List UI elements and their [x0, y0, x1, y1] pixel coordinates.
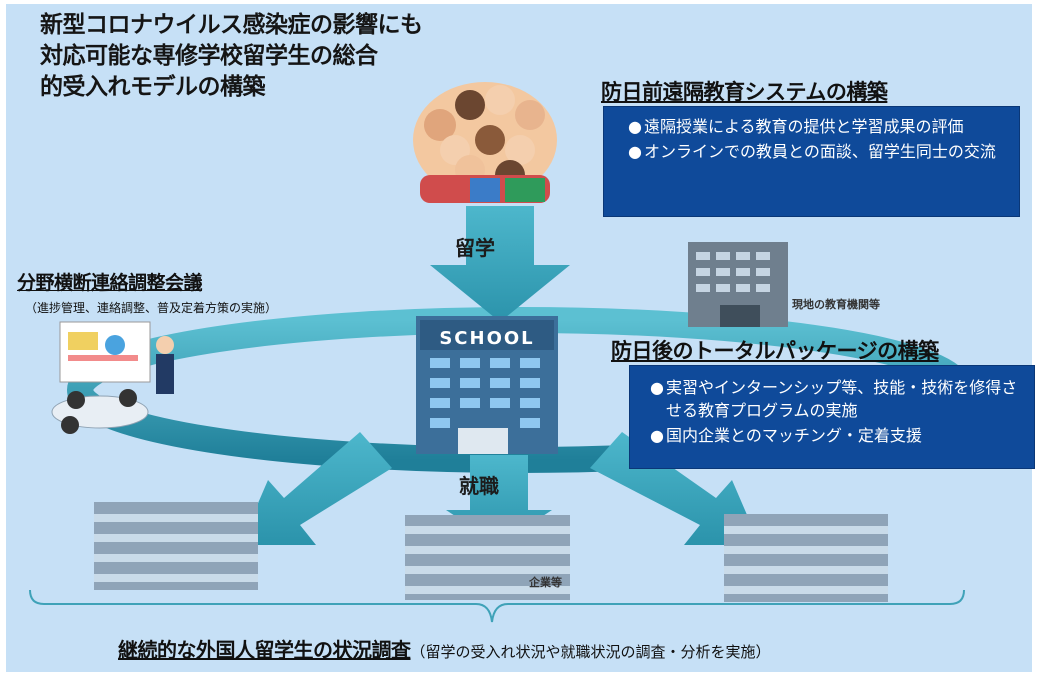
council-subtitle: （進捗管理、連絡調整、普及定着方策の実施）: [25, 301, 278, 315]
survey-subtitle: （留学の受入れ状況や就職状況の調査・分析を実施）: [410, 643, 771, 661]
post-arrival-item: ●国内企業とのマッチング・定着支援: [650, 426, 922, 445]
bullet-icon: ●: [628, 142, 642, 161]
school-sign: SCHOOL: [439, 328, 534, 349]
employment-label: 就職: [459, 474, 499, 498]
pre-arrival-item: ●遠隔授業による教育の提供と学習成果の評価: [628, 117, 964, 136]
post-arrival-box: ●実習やインターンシップ等、技能・技術を修得させる教育プログラムの実施 ●国内企…: [629, 365, 1035, 469]
company-buildings: [94, 502, 888, 602]
school-building: [416, 316, 558, 454]
study-arrow: [430, 206, 570, 322]
council-heading: 分野横断連絡調整会議: [17, 272, 203, 294]
bullet-icon: ●: [650, 378, 664, 397]
local-institution-building: [688, 242, 788, 327]
page-title: 新型コロナウイルス感染症の影響にも 対応可能な専修学校留学生の総合 的受入れモデ…: [40, 10, 440, 103]
pre-arrival-box: ●遠隔授業による教育の提供と学習成果の評価 ●オンラインでの教員との面談、留学生…: [603, 106, 1020, 217]
local-institution-label: 現地の教育機関等: [792, 298, 880, 311]
pre-arrival-item: ●オンラインでの教員との面談、留学生同士の交流: [628, 142, 996, 161]
students-illustration: [413, 82, 557, 203]
survey-footer: 継続的な外国人留学生の状況調査（留学の受入れ状況や就職状況の調査・分析を実施）: [118, 634, 771, 663]
bottom-brace: [29, 589, 965, 623]
post-arrival-item: ●実習やインターンシップ等、技能・技術を修得させる教育プログラムの実施: [650, 378, 1018, 420]
meeting-illustration: [51, 321, 174, 434]
study-abroad-label: 留学: [455, 236, 495, 260]
pre-arrival-heading: 防日前遠隔教育システムの構築: [601, 80, 888, 104]
companies-label: 企業等: [529, 576, 562, 589]
title-line: 対応可能な専修学校留学生の総合: [40, 43, 378, 69]
survey-title: 継続的な外国人留学生の状況調査: [118, 638, 411, 662]
bullet-icon: ●: [650, 426, 664, 445]
title-line: 新型コロナウイルス感染症の影響にも: [40, 12, 423, 38]
title-line: 的受入れモデルの構築: [40, 74, 266, 100]
bullet-icon: ●: [628, 117, 642, 136]
post-arrival-heading: 防日後のトータルパッケージの構築: [611, 339, 939, 363]
